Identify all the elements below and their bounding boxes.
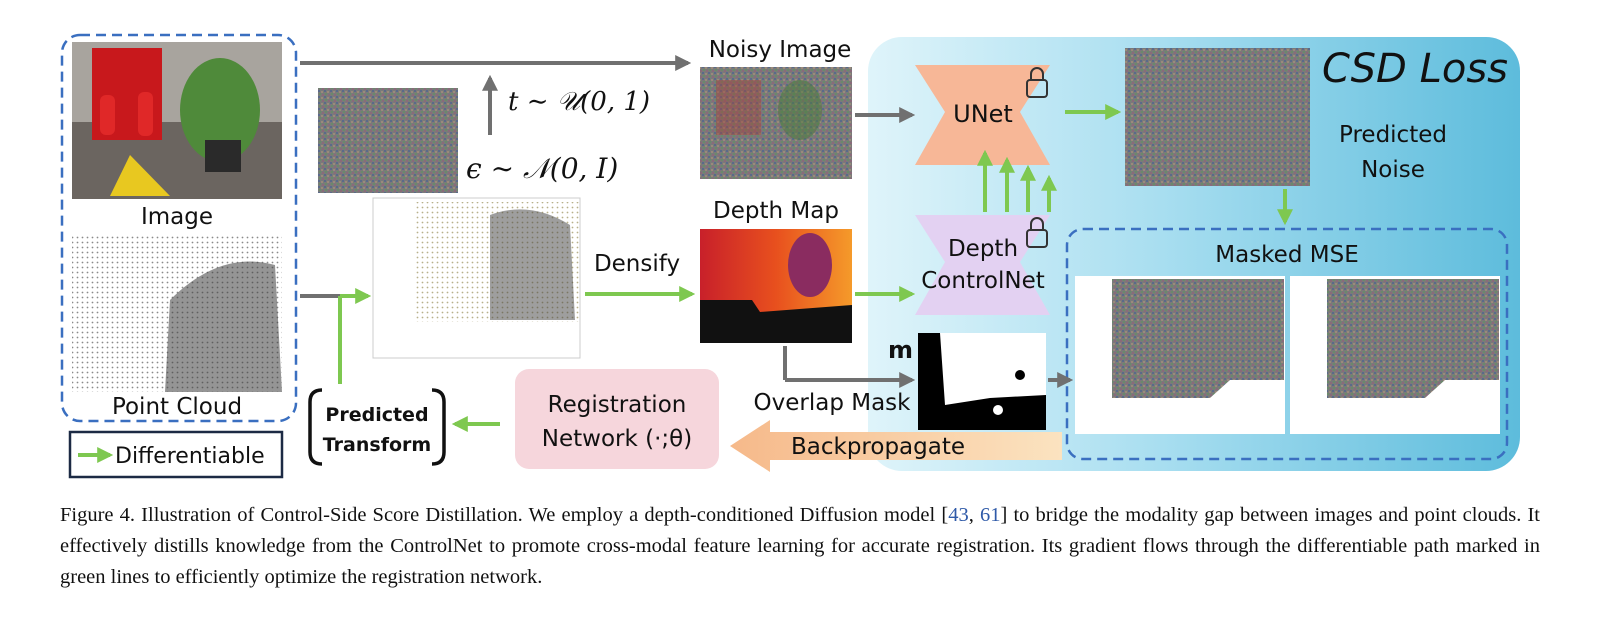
- noisy-image-label: Noisy Image: [709, 37, 852, 63]
- legend-label: Differentiable: [115, 444, 265, 469]
- masked-noise-left: [1075, 276, 1285, 434]
- caption-separator: ,: [968, 504, 980, 526]
- diagram-canvas: CSD Loss Image Point Cloud Differentiabl…: [60, 33, 1520, 479]
- depth-map-plant: [788, 233, 832, 297]
- overlap-mask-image: [918, 333, 1046, 430]
- figure-caption: Figure 4. Illustration of Control-Side S…: [60, 500, 1540, 593]
- backpropagate-arrow: [730, 420, 1062, 472]
- controlnet-label-2: ControlNet: [921, 268, 1045, 294]
- controlnet-block: [915, 215, 1050, 315]
- citation-61[interactable]: 61: [979, 504, 1001, 526]
- masked-mse-label: Masked MSE: [1215, 242, 1358, 268]
- noise-formula: ϵ ∼ 𝒩(0, I): [466, 152, 618, 185]
- predicted-transform-label-1: Predicted: [325, 404, 428, 426]
- csd-loss-title: CSD Loss: [1322, 46, 1508, 92]
- overlap-mask-label: Overlap Mask: [754, 390, 912, 416]
- predicted-noise-image: [1125, 48, 1310, 186]
- point-cloud-label: Point Cloud: [112, 394, 242, 420]
- registration-label-2: Network (·;θ): [542, 426, 692, 452]
- noisy-image-plant: [778, 80, 822, 140]
- input-image: [72, 42, 282, 199]
- masked-mse-box: [1065, 227, 1509, 461]
- registration-network-block: [515, 369, 719, 469]
- unet-block: [915, 65, 1050, 165]
- projected-points-plant: [490, 209, 575, 320]
- predicted-transform-label-2: Transform: [323, 434, 431, 456]
- caption-prefix: Figure 4. Illustration of Control-Side S…: [60, 504, 949, 526]
- noisy-image: [700, 67, 852, 179]
- mask-symbol: m: [888, 336, 913, 364]
- gaussian-noise-image: [318, 88, 458, 193]
- predicted-noise-label-1: Predicted: [1339, 122, 1447, 148]
- transform-bracket-left: [308, 388, 323, 466]
- controlnet-lock-icon: [1026, 217, 1048, 248]
- backpropagate-label: Backpropagate: [791, 434, 965, 460]
- noisy-image-fire-box: [716, 80, 761, 135]
- transform-bracket-right: [431, 388, 446, 466]
- point-cloud-plant: [165, 261, 282, 392]
- unet-lock-icon: [1026, 67, 1048, 98]
- depth-map-label: Depth Map: [713, 198, 839, 224]
- predicted-noise-label-2: Noise: [1361, 157, 1425, 183]
- masked-noise-right: [1290, 276, 1500, 434]
- depth-map-floor: [700, 300, 852, 343]
- input-dashed-box: [60, 33, 298, 423]
- citation-43[interactable]: 43: [948, 504, 969, 526]
- image-label: Image: [141, 204, 213, 230]
- caption-suffix: ] to bridge the modality gap between ima…: [60, 504, 1540, 588]
- timestep-formula: t ∼ 𝒰(0, 1): [508, 87, 650, 117]
- unet-label: UNet: [953, 100, 1013, 128]
- densify-label: Densify: [594, 251, 680, 277]
- registration-label-1: Registration: [548, 392, 687, 418]
- controlnet-label-1: Depth: [948, 236, 1018, 262]
